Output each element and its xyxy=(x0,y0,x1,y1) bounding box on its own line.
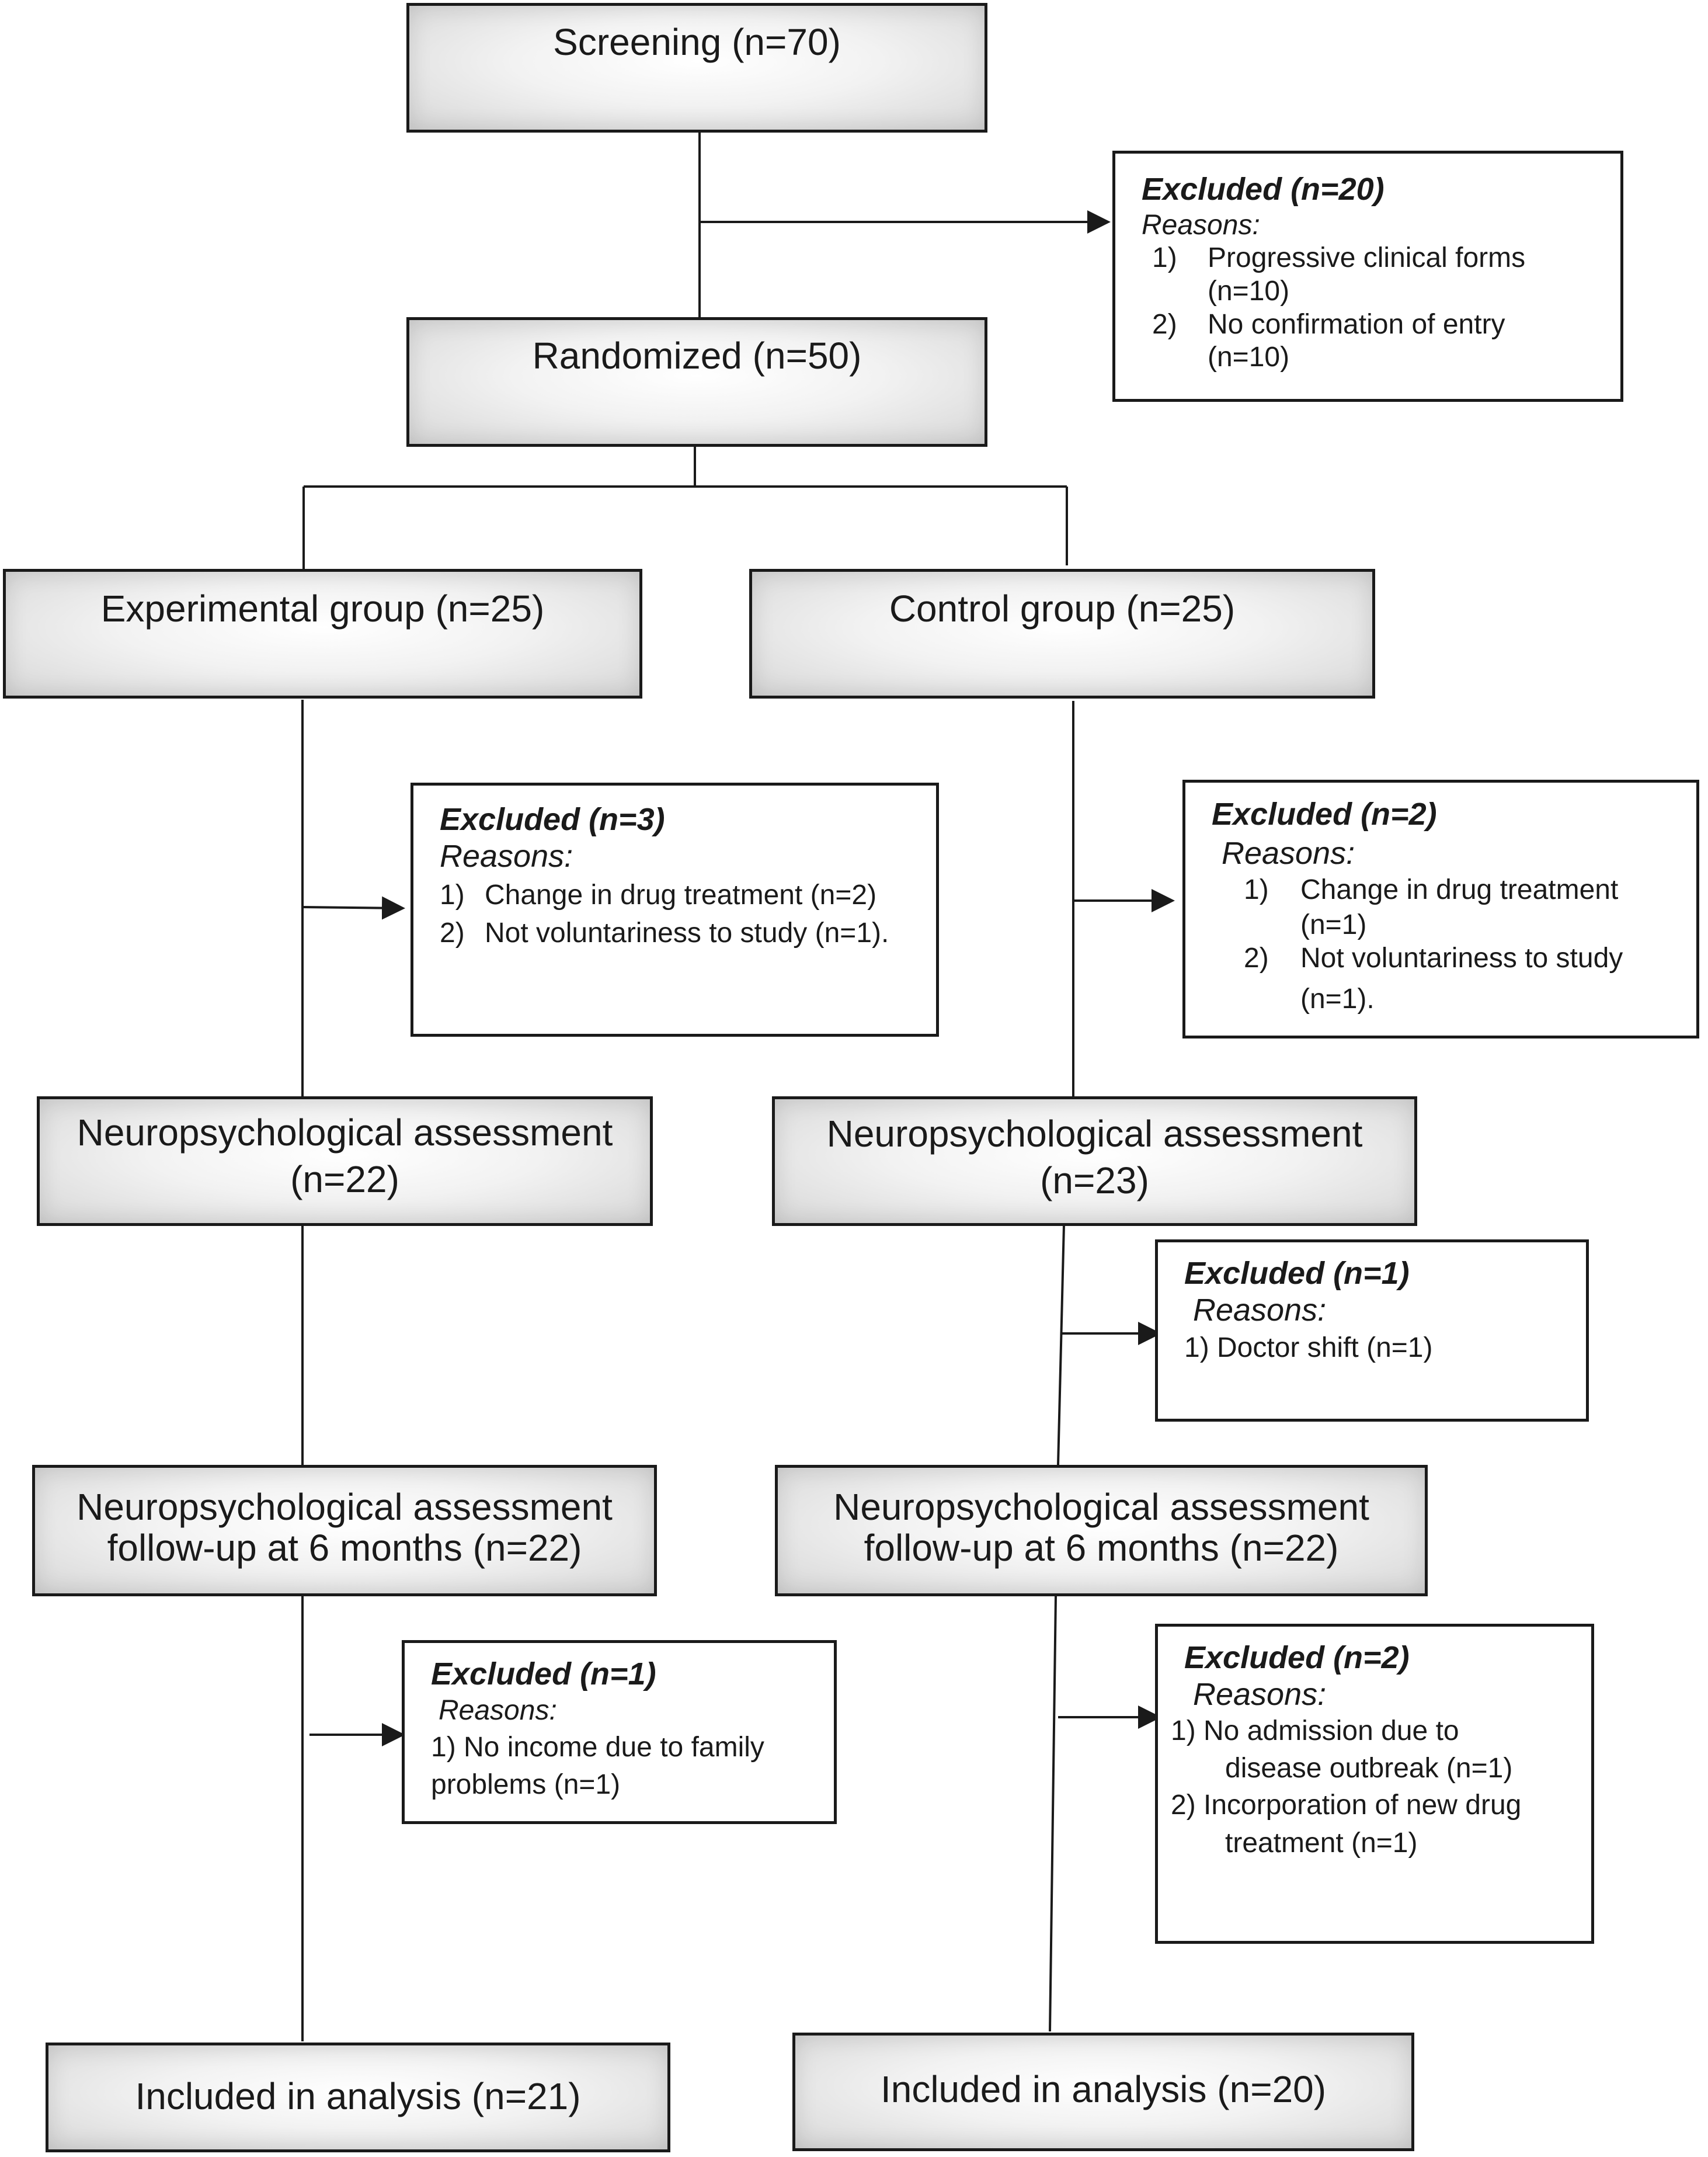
excluded-screening-item-1-num: 1) xyxy=(1152,242,1177,273)
control-followup-box: Neuropsychological assessment follow-up … xyxy=(775,1465,1428,1596)
experimental-excluded-2-line1: 1) No income due to family xyxy=(431,1732,764,1763)
experimental-followup-line1: Neuropsychological assessment xyxy=(76,1486,613,1528)
control-excluded-3-box: Excluded (n=2) Reasons: 1) No admission … xyxy=(1155,1624,1594,1944)
experimental-assessment-box: Neuropsychological assessment (n=22) xyxy=(37,1096,653,1226)
control-group-box: Control group (n=25) xyxy=(749,569,1375,699)
control-excluded-1-item-2-line2: (n=1). xyxy=(1300,984,1375,1015)
experimental-followup-line2: follow-up at 6 months (n=22) xyxy=(107,1527,582,1569)
control-assessment-box: Neuropsychological assessment (n=23) xyxy=(772,1096,1417,1226)
control-excluded-1-title: Excluded (n=2) xyxy=(1212,797,1437,832)
control-followup-line1: Neuropsychological assessment xyxy=(833,1486,1369,1528)
experimental-excluded-2-line2: problems (n=1) xyxy=(431,1769,621,1800)
control-excluded-2-reasons-label: Reasons: xyxy=(1193,1293,1327,1328)
experimental-excluded-1-item-2-num: 2) xyxy=(440,918,465,949)
excluded-screening-item-2-line2: (n=10) xyxy=(1208,342,1290,373)
experimental-excluded-1-item-1-text: Change in drug treatment (n=2) xyxy=(485,880,877,911)
control-excluded-3-reasons-label: Reasons: xyxy=(1193,1677,1327,1712)
excluded-screening-item-1-line1: Progressive clinical forms xyxy=(1208,242,1526,273)
experimental-followup-box: Neuropsychological assessment follow-up … xyxy=(32,1465,657,1596)
experimental-analysis-label: Included in analysis (n=21) xyxy=(135,2075,581,2117)
excluded-screening-reasons-label: Reasons: xyxy=(1142,210,1260,241)
screening-label: Screening (n=70) xyxy=(553,21,841,63)
experimental-group-box: Experimental group (n=25) xyxy=(3,569,642,699)
experimental-excluded-2-box: Excluded (n=1) Reasons: 1) No income due… xyxy=(402,1640,837,1824)
experimental-assessment-line2: (n=22) xyxy=(290,1158,399,1200)
control-excluded-2-box: Excluded (n=1) Reasons: 1) Doctor shift … xyxy=(1155,1239,1589,1422)
experimental-excluded-1-reasons-label: Reasons: xyxy=(440,839,573,874)
experimental-excluded-1-item-2-text: Not voluntariness to study (n=1). xyxy=(485,918,889,949)
control-excluded-3-line2: disease outbreak (n=1) xyxy=(1225,1753,1513,1784)
control-excluded-3-title: Excluded (n=2) xyxy=(1184,1640,1410,1675)
connector-ctrl-followup-analysis xyxy=(1049,1596,1057,2032)
experimental-group-label: Experimental group (n=25) xyxy=(100,588,545,630)
control-excluded-1-reasons-label: Reasons: xyxy=(1222,836,1355,871)
control-analysis-label: Included in analysis (n=20) xyxy=(880,2068,1327,2110)
control-excluded-2-title: Excluded (n=1) xyxy=(1184,1256,1410,1291)
experimental-excluded-1-box: Excluded (n=3) Reasons: 1) Change in dru… xyxy=(411,783,939,1037)
control-followup-line2: follow-up at 6 months (n=22) xyxy=(864,1527,1339,1569)
control-excluded-3-line4: treatment (n=1) xyxy=(1225,1828,1418,1859)
control-excluded-3-line3: 2) Incorporation of new drug xyxy=(1171,1790,1522,1821)
experimental-excluded-2-reasons-label: Reasons: xyxy=(439,1695,557,1726)
control-excluded-1-box: Excluded (n=2) Reasons: 1) Change in dru… xyxy=(1182,780,1699,1038)
excluded-screening-title: Excluded (n=20) xyxy=(1142,172,1385,207)
experimental-assessment-line1: Neuropsychological assessment xyxy=(76,1112,613,1154)
control-excluded-1-item-1-num: 1) xyxy=(1244,874,1269,905)
control-excluded-1-item-2-line1: Not voluntariness to study xyxy=(1300,943,1623,974)
experimental-excluded-2-title: Excluded (n=1) xyxy=(431,1656,656,1691)
experimental-analysis-box: Included in analysis (n=21) xyxy=(46,2043,670,2152)
control-assessment-line2: (n=23) xyxy=(1040,1159,1149,1201)
randomized-label: Randomized (n=50) xyxy=(532,335,862,377)
control-excluded-2-line1: 1) Doctor shift (n=1) xyxy=(1184,1332,1433,1363)
experimental-excluded-1-item-1-num: 1) xyxy=(440,880,465,911)
experimental-excluded-1-title: Excluded (n=3) xyxy=(440,802,665,837)
excluded-screening-item-2-num: 2) xyxy=(1152,309,1177,340)
arrow-exp-excluded-1 xyxy=(302,896,405,920)
connector-ctrl-assessment-followup xyxy=(1057,1225,1065,1465)
excluded-screening-box: Excluded (n=20) Reasons: 1) Progressive … xyxy=(1112,151,1623,402)
control-assessment-line1: Neuropsychological assessment xyxy=(826,1113,1363,1155)
control-excluded-3-line1: 1) No admission due to xyxy=(1171,1715,1459,1746)
control-group-label: Control group (n=25) xyxy=(889,588,1236,630)
excluded-screening-item-2-line1: No confirmation of entry xyxy=(1208,309,1505,340)
control-excluded-1-item-1-line1: Change in drug treatment xyxy=(1300,874,1619,905)
excluded-screening-item-1-line2: (n=10) xyxy=(1208,276,1290,307)
control-excluded-1-item-1-line2: (n=1) xyxy=(1300,909,1367,940)
control-analysis-box: Included in analysis (n=20) xyxy=(792,2033,1414,2151)
control-excluded-1-item-2-num: 2) xyxy=(1244,943,1269,974)
screening-box: Screening (n=70) xyxy=(406,3,987,133)
randomized-box: Randomized (n=50) xyxy=(406,317,987,447)
